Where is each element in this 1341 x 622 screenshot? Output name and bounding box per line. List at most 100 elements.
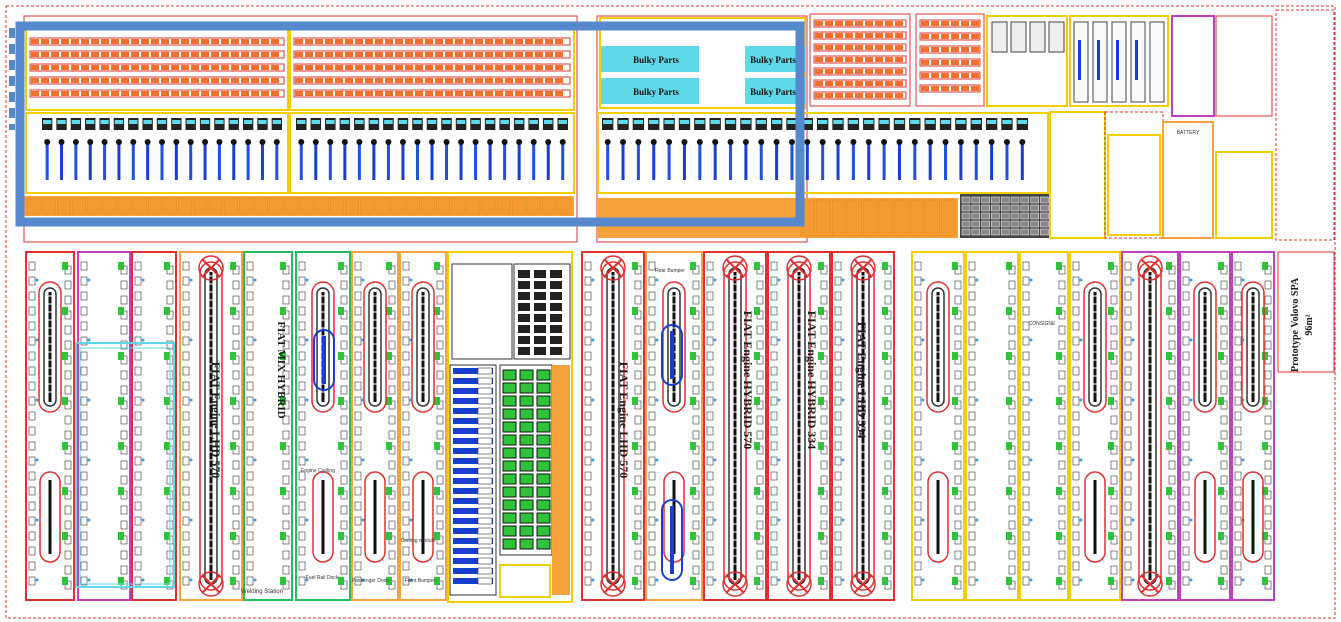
line-title: FIAT Engine HYBRID 570 — [741, 311, 755, 450]
conveyor-loop — [1241, 281, 1265, 413]
workcell-post — [775, 140, 779, 180]
top-middle-bulky-block: Bulky Parts Bulky Parts Bulky Parts Bulk… — [596, 15, 808, 243]
battery-label: BATTERY — [1177, 130, 1200, 136]
workcell-post — [430, 140, 434, 180]
production-bay — [965, 251, 1019, 601]
workcell-post — [328, 140, 332, 180]
conveyor-loop — [787, 261, 811, 591]
conveyor-loop — [1083, 281, 1107, 413]
production-bay — [831, 251, 895, 601]
workcell-post — [561, 140, 565, 180]
workcell-post — [959, 140, 963, 180]
center-storage-block — [447, 251, 573, 603]
top-conveyor-row — [597, 112, 1050, 238]
workcell-post — [246, 140, 250, 180]
workcell-post — [821, 140, 825, 180]
conveyor-loop — [411, 281, 435, 413]
rack-row — [919, 84, 981, 93]
top-left-storage-block — [23, 15, 578, 243]
workcell-post — [897, 140, 901, 180]
workcell-post — [45, 140, 49, 180]
workcell-post — [636, 140, 640, 180]
workcell-post — [928, 140, 932, 180]
workcell-post — [146, 140, 150, 180]
workcell-post — [1020, 140, 1024, 180]
workcell-post — [488, 140, 492, 180]
workcell-post — [1005, 140, 1009, 180]
workcell-post — [386, 140, 390, 180]
workcell-post — [517, 140, 521, 180]
workcell-post — [372, 140, 376, 180]
workcell-post — [606, 140, 610, 180]
workcell-post — [160, 140, 164, 180]
rack-row — [919, 58, 981, 67]
workcell-post — [203, 140, 207, 180]
rear-bumper-label: Rear Bumper — [655, 268, 685, 274]
workcell-post — [131, 140, 135, 180]
workcell-post — [867, 140, 871, 180]
upper-right-cluster: BATTERY — [1049, 9, 1335, 241]
workcell-post — [729, 140, 733, 180]
consigne-label: CONSIGNE — [1029, 321, 1056, 327]
workcell-post — [415, 140, 419, 180]
workcell-post — [343, 140, 347, 180]
production-bay — [1069, 251, 1121, 601]
workcell-post — [652, 140, 656, 180]
front-bumper-label: Front Bumper — [405, 578, 436, 584]
workcell-post — [103, 140, 107, 180]
production-bay — [25, 251, 75, 601]
conveyor-loop — [363, 281, 387, 413]
workcell-post — [974, 140, 978, 180]
conveyor-loop — [38, 281, 62, 413]
workcell-post — [314, 140, 318, 180]
workcell-post — [682, 140, 686, 180]
top-right-storage — [809, 13, 1169, 107]
workcell-post — [744, 140, 748, 180]
conveyor-loop — [601, 261, 625, 591]
bulky-parts-zone — [601, 78, 699, 104]
production-bay — [1121, 251, 1179, 601]
area-labels: Rear Bumper Engine Cooling Cooling modul… — [241, 268, 1056, 595]
prototype-area: Prototype Volovo SPA 96m² — [1277, 251, 1335, 373]
workcell-post — [459, 140, 463, 180]
workcell-post — [698, 140, 702, 180]
cooling-module-label: Cooling module — [401, 538, 436, 544]
workcell-post — [74, 140, 78, 180]
production-bay — [767, 251, 831, 601]
workcell-post — [990, 140, 994, 180]
line-title: FIAT MIX HYBRID — [275, 321, 287, 418]
bulky-parts-label: Bulky Parts — [633, 87, 679, 97]
production-bay — [179, 251, 243, 601]
prototype-title: Prototype Volovo SPA — [1290, 277, 1301, 372]
bulky-parts-label: Bulky Parts — [750, 87, 796, 97]
workcell-post — [357, 140, 361, 180]
bulky-parts-label: Bulky Parts — [633, 55, 679, 65]
conveyor-loop — [1193, 281, 1217, 413]
workcell-post — [621, 140, 625, 180]
production-bay — [581, 251, 645, 601]
line-title: FIAT Engine LHD 334 — [855, 322, 869, 439]
bulky-parts-zone — [601, 46, 699, 72]
production-bay — [703, 251, 767, 601]
bulky-parts-zone — [745, 78, 805, 104]
line-title: FIAT Engine LHD 570 — [617, 362, 631, 479]
production-bay — [243, 251, 293, 601]
production-bay — [911, 251, 965, 601]
workcell-post — [445, 140, 449, 180]
workcell-post — [174, 140, 178, 180]
rack-row — [919, 32, 981, 41]
fuel-rail-label: Fuel Rail Dock — [306, 575, 339, 581]
workcell-post — [851, 140, 855, 180]
line-title: FIAT Engine LHD 570 — [209, 362, 223, 479]
workcell-post — [836, 140, 840, 180]
passenger-door-label: Passenger Door — [352, 578, 388, 584]
conveyor-loop — [1138, 261, 1162, 591]
workcell-post — [944, 140, 948, 180]
workcell-post — [299, 140, 303, 180]
workcell-post — [217, 140, 221, 180]
workcell-post — [913, 140, 917, 180]
workcell-post — [503, 140, 507, 180]
blue-conveyor — [661, 499, 683, 581]
production-bay — [77, 251, 131, 601]
production-bay — [399, 251, 447, 601]
